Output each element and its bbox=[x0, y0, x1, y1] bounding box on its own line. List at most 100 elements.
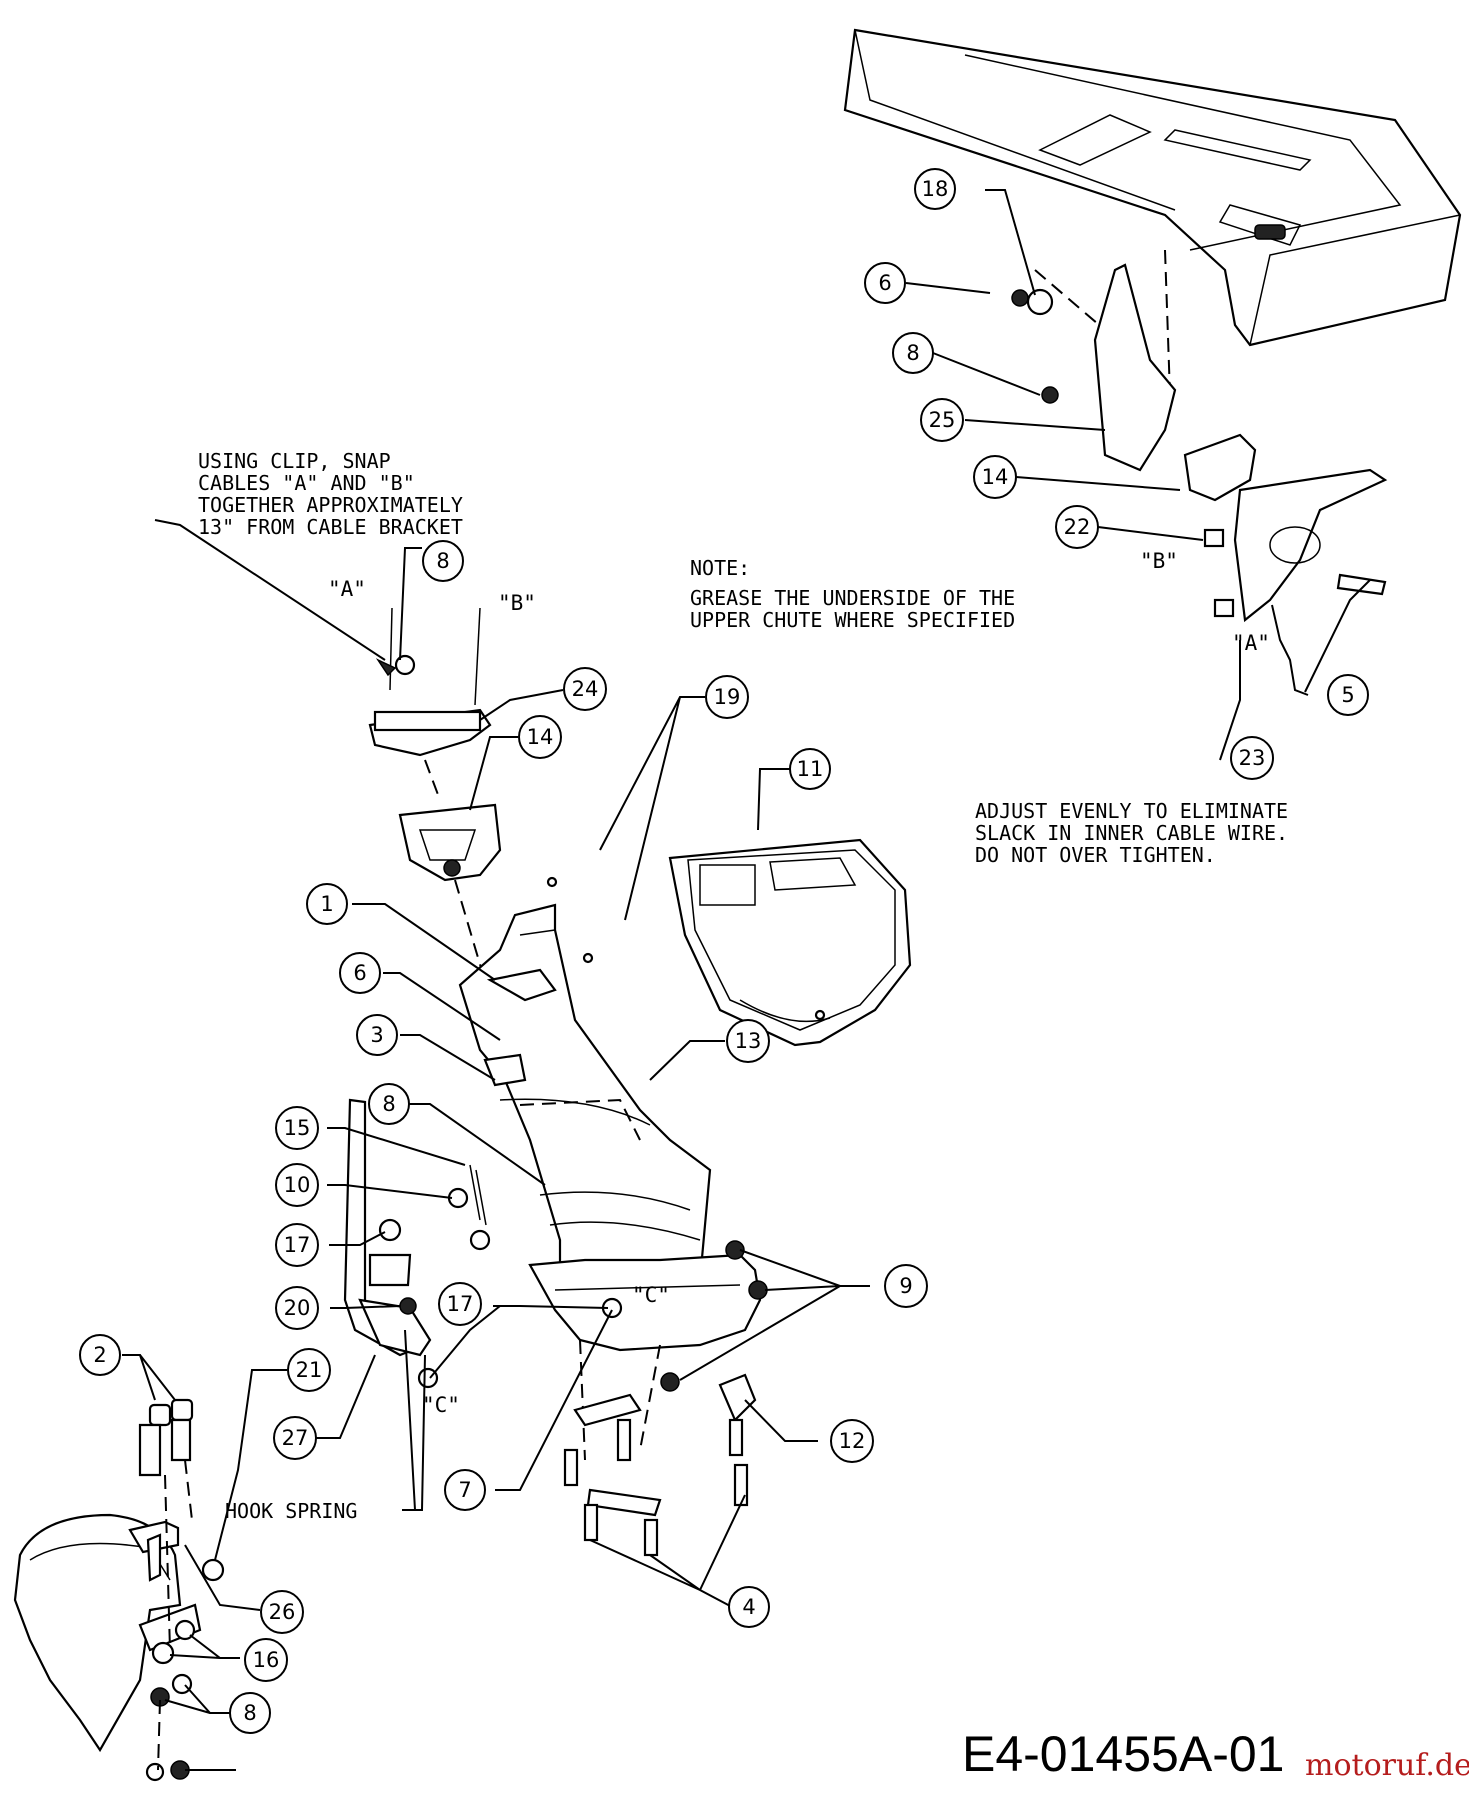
svg-text:24: 24 bbox=[572, 677, 599, 701]
note-adjust-line: SLACK IN INNER CABLE WIRE. bbox=[975, 821, 1288, 845]
callout-1: 1 bbox=[306, 883, 348, 925]
note-clip-line: 13" FROM CABLE BRACKET bbox=[198, 515, 463, 539]
svg-text:6: 6 bbox=[353, 961, 366, 985]
callout-8: 8 bbox=[892, 332, 934, 374]
svg-text:7: 7 bbox=[458, 1478, 471, 1502]
chute-base-ring bbox=[528, 1240, 768, 1392]
callout-15: 15 bbox=[275, 1106, 319, 1150]
svg-text:13: 13 bbox=[735, 1029, 762, 1053]
chute-rotator bbox=[398, 803, 502, 882]
note-clip-line: CABLES "A" AND "B" bbox=[198, 471, 415, 495]
callout-25: 25 bbox=[920, 398, 964, 442]
svg-text:17: 17 bbox=[284, 1233, 311, 1257]
clips-bolts bbox=[563, 1373, 757, 1557]
callout-5: 5 bbox=[1327, 674, 1369, 716]
svg-text:8: 8 bbox=[243, 1701, 256, 1725]
cable-tag-b-right: "B" bbox=[1140, 549, 1178, 573]
callout-17: 17 bbox=[275, 1223, 319, 1267]
svg-text:25: 25 bbox=[929, 408, 956, 432]
tag-c-washer: "C" bbox=[422, 1393, 460, 1417]
callout-6: 6 bbox=[864, 262, 906, 304]
deflector-assembly bbox=[13, 1398, 225, 1782]
leader-lines bbox=[122, 189, 1371, 1771]
callout-20: 20 bbox=[275, 1286, 319, 1330]
svg-text:26: 26 bbox=[269, 1600, 296, 1624]
callout-22: 22 bbox=[1055, 505, 1099, 549]
cable-bracket-assembly bbox=[368, 607, 492, 757]
svg-text:14: 14 bbox=[527, 725, 554, 749]
svg-text:8: 8 bbox=[382, 1092, 395, 1116]
svg-text:21: 21 bbox=[296, 1358, 323, 1382]
upper-chute bbox=[668, 838, 912, 1047]
svg-text:23: 23 bbox=[1239, 746, 1266, 770]
grease-point-dot bbox=[582, 952, 594, 964]
svg-text:18: 18 bbox=[922, 177, 949, 201]
callout-19: 19 bbox=[705, 675, 749, 719]
svg-text:9: 9 bbox=[899, 1274, 912, 1298]
assembly-line-base bbox=[519, 1098, 661, 1461]
callout-4: 4 bbox=[728, 1586, 770, 1628]
note-hook-spring: HOOK SPRING bbox=[225, 1499, 357, 1523]
svg-text:14: 14 bbox=[982, 465, 1009, 489]
svg-text:11: 11 bbox=[797, 757, 824, 781]
callout-3: 3 bbox=[356, 1014, 398, 1056]
callout-9: 9 bbox=[884, 1264, 928, 1308]
svg-text:6: 6 bbox=[878, 271, 891, 295]
note-grease-line: UPPER CHUTE WHERE SPECIFIED bbox=[690, 608, 1015, 632]
svg-text:3: 3 bbox=[370, 1023, 383, 1047]
dash-panel-housing bbox=[843, 28, 1462, 347]
note-clip-line: USING CLIP, SNAP bbox=[198, 449, 391, 473]
note-clip: USING CLIP, SNAP CABLES "A" AND "B" TOGE… bbox=[198, 449, 463, 539]
callout-8: 8 bbox=[229, 1692, 271, 1734]
callout-17: 17 bbox=[438, 1282, 482, 1326]
callout-23: 23 bbox=[1230, 736, 1274, 780]
callout-27: 27 bbox=[273, 1416, 317, 1460]
callout-11: 11 bbox=[789, 748, 831, 790]
callout-8: 8 bbox=[422, 540, 464, 582]
svg-text:19: 19 bbox=[714, 685, 741, 709]
callout-7: 7 bbox=[444, 1469, 486, 1511]
cable-tag-a-right: "A" bbox=[1232, 631, 1270, 655]
callout-6: 6 bbox=[339, 952, 381, 994]
spring-bracket bbox=[343, 1098, 491, 1389]
svg-text:27: 27 bbox=[282, 1426, 309, 1450]
svg-text:20: 20 bbox=[284, 1296, 311, 1320]
svg-text:8: 8 bbox=[436, 549, 449, 573]
svg-text:17: 17 bbox=[447, 1292, 474, 1316]
svg-text:16: 16 bbox=[253, 1648, 280, 1672]
callout-14: 14 bbox=[973, 455, 1017, 499]
cable-tag-b-left: "B" bbox=[498, 591, 536, 615]
note-grease-line: NOTE: bbox=[690, 556, 750, 580]
callout-10: 10 bbox=[275, 1163, 319, 1207]
callout-21: 21 bbox=[287, 1348, 331, 1392]
upper-right-bracket bbox=[1011, 263, 1388, 623]
svg-text:2: 2 bbox=[93, 1343, 106, 1367]
note-adjust-line: ADJUST EVENLY TO ELIMINATE bbox=[975, 799, 1288, 823]
svg-text:8: 8 bbox=[906, 341, 919, 365]
note-grease-line: GREASE THE UNDERSIDE OF THE bbox=[690, 586, 1015, 610]
note-grease: NOTE: GREASE THE UNDERSIDE OF THE UPPER … bbox=[690, 556, 1015, 632]
svg-text:10: 10 bbox=[284, 1173, 311, 1197]
callout-14: 14 bbox=[518, 715, 562, 759]
callout-12: 12 bbox=[830, 1419, 874, 1463]
watermark-logo: motoruf.de bbox=[1305, 1748, 1469, 1783]
svg-text:5: 5 bbox=[1341, 683, 1354, 707]
tag-c-base: "C" bbox=[632, 1283, 670, 1307]
callout-16: 16 bbox=[244, 1638, 288, 1682]
lower-chute bbox=[458, 903, 712, 1297]
drawing-number: E4-01455A-01 bbox=[962, 1726, 1285, 1782]
svg-text:4: 4 bbox=[742, 1595, 755, 1619]
callout-18: 18 bbox=[914, 168, 956, 210]
cable-tag-a-left: "A" bbox=[328, 577, 366, 601]
note-clip-line: TOGETHER APPROXIMATELY bbox=[198, 493, 463, 517]
svg-text:22: 22 bbox=[1064, 515, 1091, 539]
note-adjust-line: DO NOT OVER TIGHTEN. bbox=[975, 843, 1216, 867]
callout-8: 8 bbox=[368, 1083, 410, 1125]
svg-text:15: 15 bbox=[284, 1116, 311, 1140]
callout-2: 2 bbox=[79, 1334, 121, 1376]
callout-13: 13 bbox=[726, 1019, 770, 1063]
note-adjust: ADJUST EVENLY TO ELIMINATE SLACK IN INNE… bbox=[975, 799, 1288, 867]
assembly-line-deflector bbox=[157, 1459, 193, 1771]
callout-24: 24 bbox=[563, 667, 607, 711]
